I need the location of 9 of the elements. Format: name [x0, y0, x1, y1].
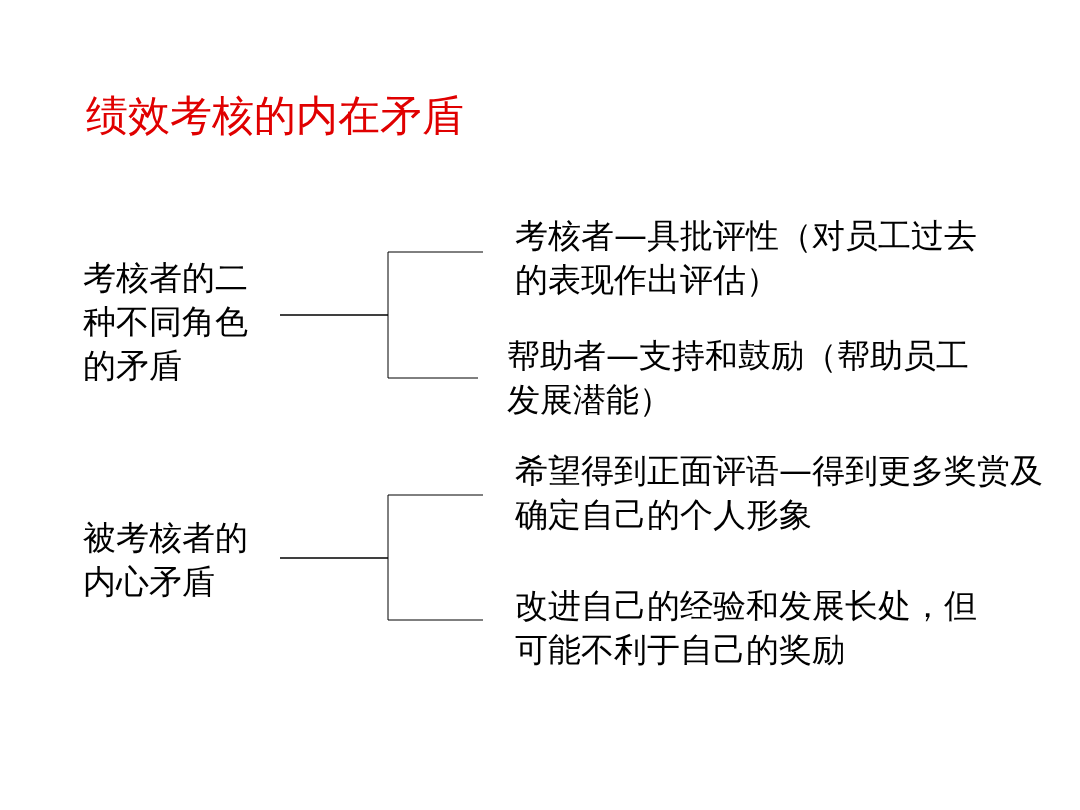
branch-text: 考核者—具批评性（对员工过去的表现作出评估）	[515, 215, 978, 301]
bracket-connector	[279, 314, 479, 379]
branch-text: 帮助者—支持和鼓励（帮助员工发展潜能）	[507, 335, 970, 421]
branch-text: 被考核者的内心矛盾	[83, 517, 249, 603]
branch-text: 希望得到正面评语—得到更多奖赏及确定自己的个人形象	[515, 450, 1043, 536]
branch-text: 考核者的二种不同角色的矛盾	[83, 257, 249, 387]
bracket-connector	[279, 557, 484, 621]
branch-text: 改进自己的经验和发展长处，但可能不利于自己的奖励	[515, 585, 978, 671]
slide-title: 绩效考核的内在矛盾	[86, 90, 464, 142]
